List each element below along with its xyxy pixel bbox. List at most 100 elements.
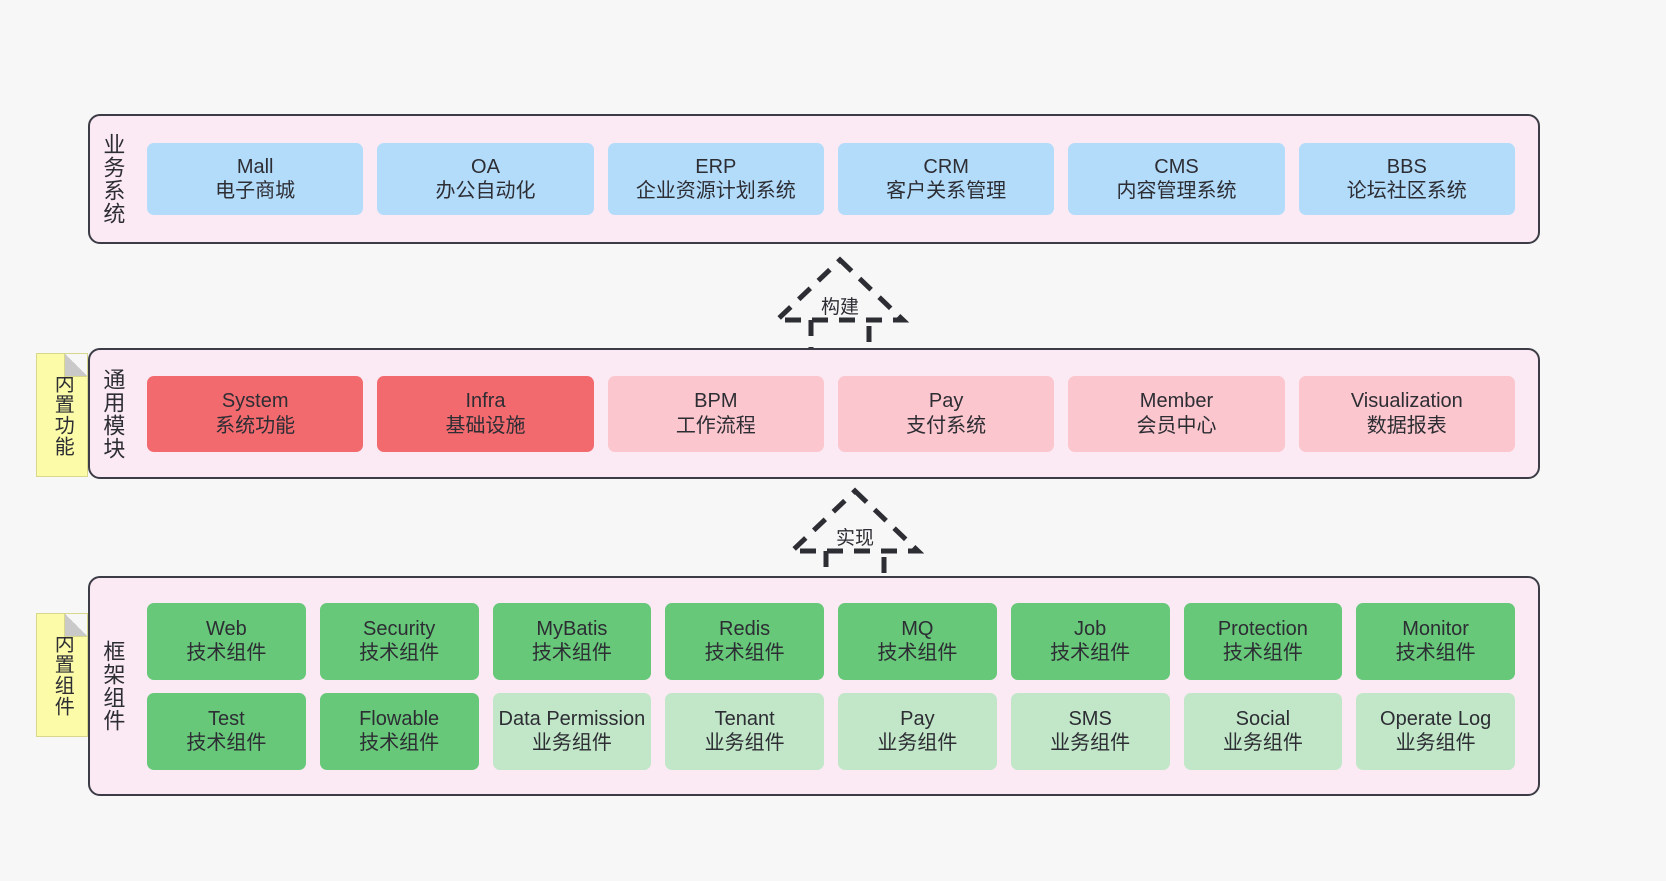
layer-common-modules: 通用模块 System 系统功能 Infra 基础设施 BPM 工作流程 <box>88 348 1540 479</box>
card-subtitle: 论坛社区系统 <box>1346 180 1467 202</box>
generalization-arrow-icon <box>770 256 910 359</box>
card-title: Tenant <box>714 707 775 730</box>
cell-column: Member 会员中心 <box>1061 350 1291 477</box>
card-cms[interactable]: CMS 内容管理系统 <box>1068 143 1285 215</box>
card-member[interactable]: Member 会员中心 <box>1068 375 1285 452</box>
card-title: Monitor <box>1402 617 1469 640</box>
card-job[interactable]: Job 技术组件 <box>1010 602 1170 680</box>
cell-column: Web 技术组件 Test 技术组件 <box>140 578 313 794</box>
note-builtin-features: 内置功能 <box>36 353 88 477</box>
cell-column: Job 技术组件 SMS 业务组件 <box>1004 578 1177 794</box>
card-title: CRM <box>923 155 969 178</box>
card-title: System <box>221 390 289 413</box>
card-redis[interactable]: Redis 技术组件 <box>665 602 824 680</box>
card-subtitle: 技术组件 <box>359 732 440 754</box>
card-web[interactable]: Web 技术组件 <box>147 602 306 680</box>
card-sms[interactable]: SMS 业务组件 <box>1010 692 1170 770</box>
card-data-permission[interactable]: Data Permission 业务组件 <box>492 692 652 770</box>
cell-column: BPM 工作流程 <box>601 350 831 477</box>
card-title: OA <box>471 155 500 178</box>
card-subtitle: 技术组件 <box>1050 642 1131 664</box>
card-subtitle: 业务组件 <box>1222 732 1303 754</box>
cell-column: Security 技术组件 Flowable 技术组件 <box>313 578 486 794</box>
card-title: Social <box>1235 707 1291 730</box>
card-title: BPM <box>694 390 738 413</box>
card-crm[interactable]: CRM 客户关系管理 <box>837 143 1055 215</box>
layer-framework-components: 框架组件 Web 技术组件 Test 技术组件 Security 技术组件 F <box>88 576 1540 796</box>
card-subtitle: 业务组件 <box>1395 732 1476 754</box>
card-tenant[interactable]: Tenant 业务组件 <box>665 692 824 770</box>
layer-cells-business-systems: Mall 电子商城 OA 办公自动化 ERP 企业资源计划系统 CRM <box>134 116 1538 242</box>
card-social[interactable]: Social 业务组件 <box>1183 692 1343 770</box>
card-subtitle: 业务组件 <box>877 732 958 754</box>
card-title: Infra <box>465 390 506 413</box>
layer-title-business-systems: 业务系统 <box>100 133 126 225</box>
note-label: 内置组件 <box>51 633 74 717</box>
card-subtitle: 数据报表 <box>1366 414 1447 437</box>
card-flowable[interactable]: Flowable 技术组件 <box>319 692 479 770</box>
card-subtitle: 技术组件 <box>186 642 267 664</box>
card-title: Protection <box>1217 617 1308 640</box>
card-system[interactable]: System 系统功能 <box>147 375 364 452</box>
cell-column: Visualization 数据报表 <box>1292 350 1522 477</box>
card-subtitle: 工作流程 <box>675 414 756 437</box>
card-visualization[interactable]: Visualization 数据报表 <box>1298 375 1515 452</box>
card-title: Flowable <box>359 707 440 730</box>
card-subtitle: 办公自动化 <box>435 180 536 202</box>
card-erp[interactable]: ERP 企业资源计划系统 <box>607 143 824 215</box>
card-mybatis[interactable]: MyBatis 技术组件 <box>492 602 652 680</box>
card-pay-component[interactable]: Pay 业务组件 <box>838 692 997 770</box>
card-subtitle: 业务组件 <box>1050 732 1131 754</box>
card-title: MyBatis <box>536 617 608 640</box>
card-title: Operate Log <box>1380 707 1492 730</box>
cell-column: Redis 技术组件 Tenant 业务组件 <box>658 578 831 794</box>
card-mall[interactable]: Mall 电子商城 <box>147 143 364 215</box>
cell-column: MQ 技术组件 Pay 业务组件 <box>831 578 1004 794</box>
card-title: Job <box>1074 617 1107 640</box>
card-subtitle: 技术组件 <box>1395 642 1476 664</box>
card-subtitle: 业务组件 <box>704 732 785 754</box>
cell-column: MyBatis 技术组件 Data Permission 业务组件 <box>486 578 659 794</box>
card-test[interactable]: Test 技术组件 <box>147 692 306 770</box>
card-mq[interactable]: MQ 技术组件 <box>838 602 997 680</box>
card-title: SMS <box>1068 707 1112 730</box>
connector-build: 构建 <box>745 252 935 362</box>
cell-column: System 系统功能 <box>140 350 370 477</box>
card-oa[interactable]: OA 办公自动化 <box>377 143 594 215</box>
card-pay-module[interactable]: Pay 支付系统 <box>837 375 1055 452</box>
card-title: Redis <box>719 617 771 640</box>
cell-column: Infra 基础设施 <box>370 350 600 477</box>
card-subtitle: 基础设施 <box>445 414 526 437</box>
card-subtitle: 技术组件 <box>1222 642 1303 664</box>
card-title: Security <box>363 617 436 640</box>
card-protection[interactable]: Protection 技术组件 <box>1183 602 1343 680</box>
card-title: MQ <box>901 617 934 640</box>
card-subtitle: 技术组件 <box>877 642 958 664</box>
card-subtitle: 支付系统 <box>906 414 987 437</box>
layer-cells-common-modules: System 系统功能 Infra 基础设施 BPM 工作流程 Pay <box>134 350 1538 477</box>
card-security[interactable]: Security 技术组件 <box>319 602 479 680</box>
card-subtitle: 技术组件 <box>531 642 612 664</box>
card-bbs[interactable]: BBS 论坛社区系统 <box>1298 143 1515 215</box>
card-subtitle: 会员中心 <box>1136 414 1217 437</box>
cell-column: BBS 论坛社区系统 <box>1292 116 1522 242</box>
card-monitor[interactable]: Monitor 技术组件 <box>1356 602 1515 680</box>
layer-title-common-modules: 通用模块 <box>100 367 126 460</box>
card-title: Mall <box>236 155 274 178</box>
card-title: CMS <box>1154 155 1199 178</box>
card-infra[interactable]: Infra 基础设施 <box>377 375 594 452</box>
cell-column: Mall 电子商城 <box>140 116 370 242</box>
card-title: Visualization <box>1350 390 1463 413</box>
card-operate-log[interactable]: Operate Log 业务组件 <box>1356 692 1515 770</box>
card-bpm[interactable]: BPM 工作流程 <box>607 375 824 452</box>
layer-cells-framework-components: Web 技术组件 Test 技术组件 Security 技术组件 Flowabl… <box>134 578 1538 794</box>
cell-column: Pay 支付系统 <box>831 350 1061 477</box>
cell-column: Monitor 技术组件 Operate Log 业务组件 <box>1349 578 1522 794</box>
card-subtitle: 电子商城 <box>215 180 296 202</box>
card-subtitle: 技术组件 <box>186 732 267 754</box>
cell-column: Protection 技术组件 Social 业务组件 <box>1177 578 1350 794</box>
cell-column: CRM 客户关系管理 <box>831 116 1061 242</box>
cell-column: CMS 内容管理系统 <box>1061 116 1291 242</box>
card-title: Data Permission <box>498 707 646 730</box>
